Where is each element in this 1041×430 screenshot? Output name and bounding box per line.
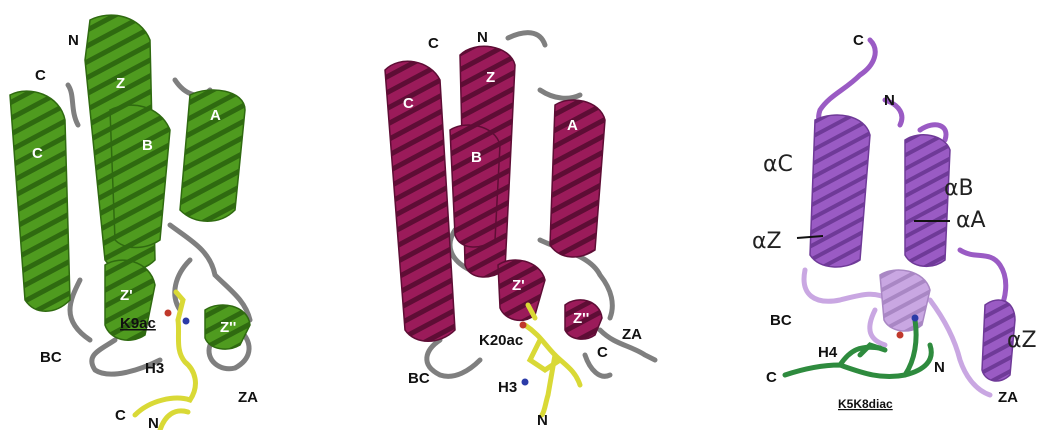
helix-z-double-prime-green <box>204 304 251 350</box>
ligand-terminus-c: C <box>766 369 777 386</box>
helix-alpha-z-lower-purple <box>981 299 1016 382</box>
terminus-n: N <box>477 29 488 46</box>
helix-a-green <box>179 89 246 222</box>
helix-c-green <box>9 90 71 312</box>
loops-lavender <box>801 267 993 398</box>
helix-label-c: C <box>403 95 414 112</box>
helix-label-a: A <box>567 117 578 134</box>
h4-peptide-green <box>782 317 934 380</box>
helix-label-alpha-z-left: αZ <box>752 229 782 254</box>
terminus-c: C <box>428 35 439 52</box>
ligand-terminus-n: N <box>934 359 945 376</box>
h3-peptide-green <box>132 289 198 430</box>
ligand-terminus-n: N <box>537 412 548 429</box>
loop-label-za: ZA <box>238 389 258 406</box>
h3-peptide-magenta <box>522 302 583 418</box>
loop-label-za: ZA <box>998 389 1018 406</box>
helix-b-green <box>109 104 171 249</box>
panel-purple-bromodomain: C N αC αB αA αZ αZ BC ZA H4 K5K8diac C N <box>752 32 1037 411</box>
terminus-c: C <box>35 67 46 84</box>
terminus-n: N <box>884 92 895 109</box>
helix-z-prime-magenta <box>497 259 546 322</box>
helix-alpha-c-purple <box>809 114 871 268</box>
pointer-line-alpha-z <box>796 235 824 239</box>
helix-label-z: Z <box>116 75 125 92</box>
loop-label-bc: BC <box>40 349 62 366</box>
helix-z-prime-green <box>104 259 156 341</box>
ligand-chain-h3: H3 <box>145 360 164 377</box>
terminus-c: C <box>853 32 864 49</box>
helix-label-alpha-b: αB <box>944 176 974 201</box>
helix-a-magenta <box>549 99 606 258</box>
helix-label-z-double-prime: Z'' <box>573 310 589 327</box>
helix-label-alpha-a: αA <box>956 208 986 233</box>
panel-green-bromodomain: N C Z A B C Z' Z'' BC ZA H3 K9ac C N <box>9 14 258 430</box>
ligand-chain-h3: H3 <box>498 379 517 396</box>
helix-alpha-b-purple <box>904 134 951 267</box>
ligand-site-k9ac: K9ac <box>120 315 156 332</box>
helix-label-b: B <box>142 137 153 154</box>
helix-label-alpha-c: αC <box>763 152 793 177</box>
ligand-site-k5k8diac: K5K8diac <box>838 397 893 411</box>
helix-label-z-double-prime: Z'' <box>220 319 236 336</box>
loops <box>65 27 253 377</box>
helix-b-magenta <box>449 124 501 248</box>
helix-label-z-prime: Z' <box>512 277 525 294</box>
ligand-terminus-c: C <box>597 344 608 361</box>
panel-magenta-bromodomain: C N Z A B C Z' Z'' BC ZA H3 K20ac C N <box>384 29 658 429</box>
helix-label-alpha-z-right: αZ <box>1007 328 1037 353</box>
ligand-terminus-c: C <box>115 407 126 424</box>
helix-label-z-prime: Z' <box>120 287 133 304</box>
helix-z-double-prime-magenta <box>564 299 603 340</box>
ligand-chain-h4: H4 <box>818 344 838 361</box>
terminus-n: N <box>68 32 79 49</box>
helix-label-c: C <box>32 145 43 162</box>
loops-purple <box>816 37 1009 313</box>
helix-lower-lavender <box>879 269 931 332</box>
helix-label-z: Z <box>486 69 495 86</box>
helix-label-b: B <box>471 149 482 166</box>
helix-c-magenta <box>384 60 456 342</box>
ligand-site-k20ac: K20ac <box>479 332 523 349</box>
loop-label-bc: BC <box>408 370 430 387</box>
ligand-terminus-n: N <box>148 415 159 430</box>
loop-label-bc: BC <box>770 312 792 329</box>
helix-label-a: A <box>210 107 221 124</box>
loop-label-za: ZA <box>622 326 642 343</box>
